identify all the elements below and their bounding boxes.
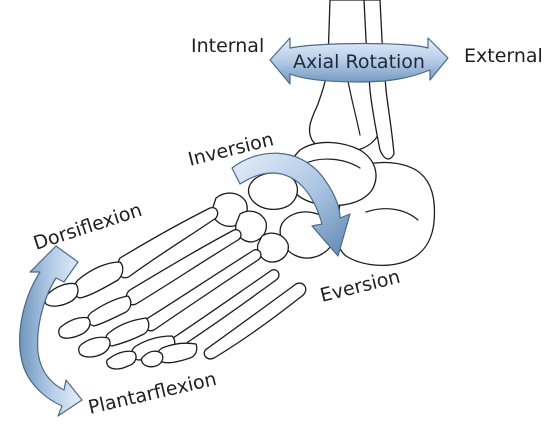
plantarflexion-label: Plantarflexion — [86, 368, 218, 419]
toe-1-proximal — [73, 261, 124, 299]
metatarsal-3 — [143, 249, 262, 332]
toe-2-distal — [58, 316, 91, 339]
hindfoot-bones — [211, 141, 436, 267]
metatarsal-2 — [125, 229, 242, 306]
inversion-eversion-arrow — [231, 152, 351, 257]
toe-3-proximal — [105, 317, 150, 347]
calcaneus-line — [365, 208, 419, 221]
axial-rotation-label: Axial Rotation — [293, 51, 425, 73]
metatarsals — [116, 206, 307, 360]
toe-5-distal — [140, 350, 164, 368]
axial-rotation-arrow — [269, 37, 449, 85]
toe-3-distal — [78, 336, 111, 358]
talus-dome — [303, 158, 361, 169]
phalanges — [44, 261, 198, 370]
dorsiflexion-label: Dorsiflexion — [31, 199, 145, 255]
navicular — [247, 172, 299, 211]
internal-label: Internal — [191, 35, 264, 57]
toe-2-proximal — [87, 295, 132, 327]
metatarsal-5 — [203, 282, 307, 360]
eversion-label: Eversion — [318, 266, 403, 307]
cuneiform-lateral — [256, 232, 289, 263]
dorsiflexion-plantarflexion-arrow — [19, 245, 83, 417]
metatarsal-1 — [116, 206, 219, 279]
external-label: External — [464, 45, 543, 67]
toe-4-distal — [106, 350, 137, 370]
